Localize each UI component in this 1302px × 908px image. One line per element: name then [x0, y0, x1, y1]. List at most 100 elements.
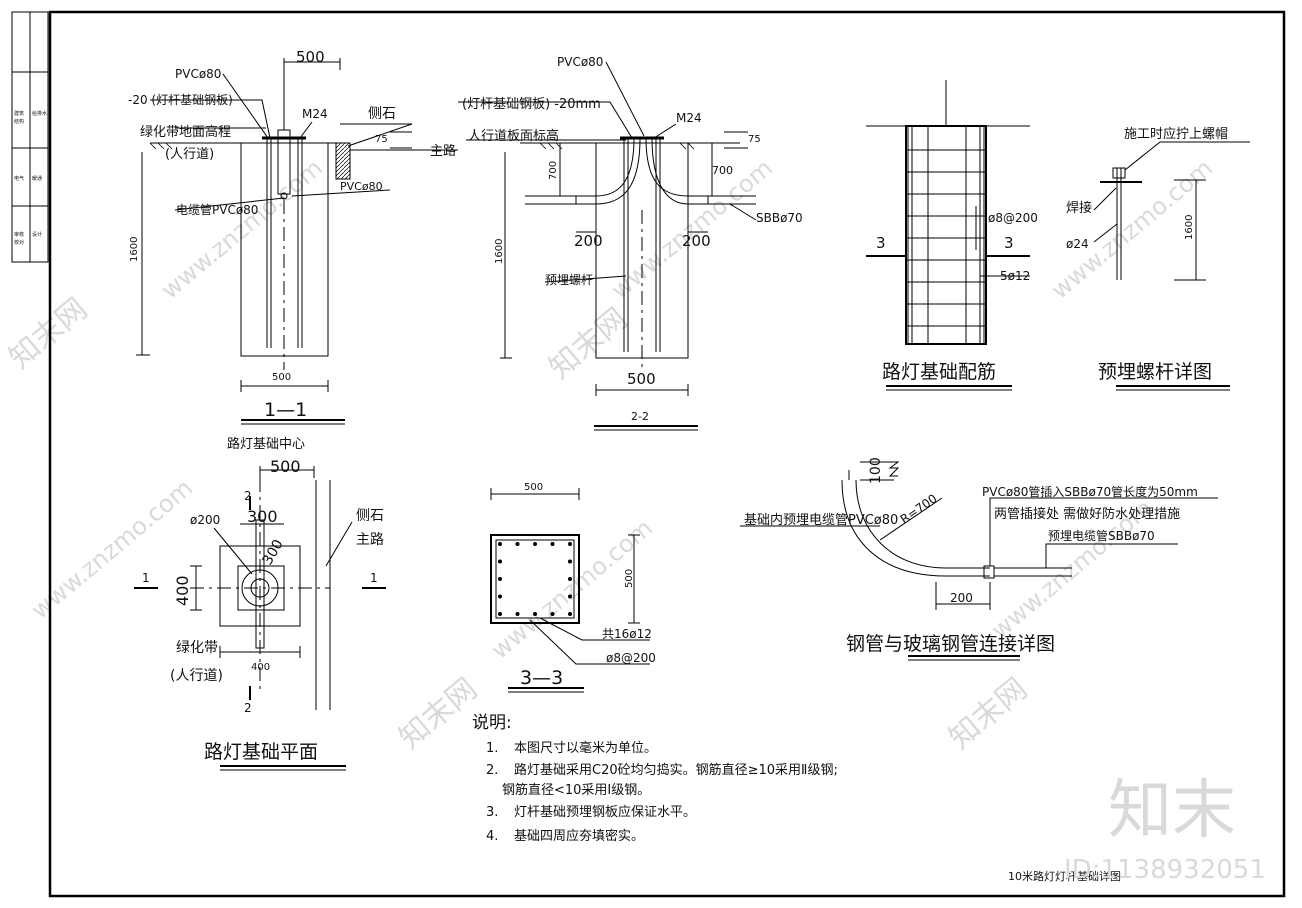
- section-1-1-labels: 500 PVCø80 -20 (灯杆基础钢板) M24 侧石 绿化带地面高程 7…: [128, 48, 456, 421]
- label-rebar-3-right: 3: [1004, 234, 1014, 252]
- section-2-2-labels: PVCø80 (灯杆基础钢板) -20mm M24 人行道板面标高 75 700…: [462, 55, 803, 423]
- note-1-num: 1.: [486, 741, 498, 756]
- rebar-dot: [533, 542, 537, 546]
- section-3-3-bars: [498, 542, 572, 616]
- rebar-dot: [498, 612, 502, 616]
- title-section-1-1: 1—1: [264, 399, 307, 421]
- dim-1-1-bottom: 500: [272, 372, 291, 383]
- rebar-dot: [533, 612, 537, 616]
- pipe-geometry: [740, 461, 1218, 661]
- label-bolt-cap: 施工时应拧上螺帽: [1124, 126, 1228, 142]
- label-pipe-inner: 基础内预埋电缆管PVCø80: [744, 512, 898, 528]
- label-plan-sec-2-top: 2: [244, 489, 252, 503]
- approval-stamp-text: 建筑 结构 给排水 电气 暖通 审核 校对 设计: [14, 110, 47, 246]
- notes-heading: 说明:: [472, 713, 512, 733]
- label-2-2-m24: M24: [676, 111, 702, 125]
- dim-3-3-top: 500: [524, 482, 543, 493]
- dim-2-2-700-right: 700: [712, 164, 733, 177]
- watermark-logo-2: 知末网: [543, 301, 634, 386]
- label-1-1-curb: 侧石: [368, 106, 396, 122]
- plan-labels: 路灯基础中心 500 2 ø200 300 300 侧石 主路 1 1 400 …: [142, 436, 384, 763]
- dim-pipe-r700: R=700: [898, 491, 940, 526]
- watermark-site-2: www.znzmo.com: [606, 154, 778, 305]
- watermark-logo-4: 知末网: [943, 671, 1034, 756]
- label-2-2-walk: 人行道板面标高: [468, 128, 559, 144]
- label-rebar-3-left: 3: [876, 234, 886, 252]
- dim-2-2-200-left: 200: [574, 232, 603, 250]
- section-3-3-geometry: [490, 488, 650, 693]
- plan-geometry: [134, 466, 386, 771]
- dim-2-2-depth: 1600: [494, 239, 505, 264]
- note-3-num: 3.: [486, 805, 498, 820]
- section-1-1-geometry: [136, 58, 458, 425]
- dim-plan-400-h: 400: [251, 662, 270, 673]
- rebar-dot: [550, 542, 555, 546]
- label-plan-d200: ø200: [190, 513, 220, 527]
- notes: 说明: 1. 本图尺寸以毫米为单位。 2. 路灯基础采用C20砼均匀捣实。钢筋直…: [472, 713, 838, 844]
- label-1-1-cable: 电缆管PVCø80: [176, 202, 258, 217]
- label-1-1-plate: -20 (灯杆基础钢板): [128, 93, 233, 107]
- label-plan-green: 绿化带: [176, 640, 218, 656]
- rebar-dot: [498, 559, 502, 564]
- dim-2-2-bottom: 500: [627, 370, 656, 388]
- bolt-geometry: [1093, 141, 1250, 391]
- rebar-dot: [568, 612, 572, 616]
- label-1-1-pvc-top: PVCø80: [175, 67, 221, 81]
- title-bolt: 预埋螺杆详图: [1098, 361, 1212, 383]
- rebar-dot: [515, 542, 520, 546]
- label-pipe-joint: 两管插接处 需做好防水处理措施: [994, 506, 1180, 522]
- sheet-border: [48, 10, 1286, 898]
- svg-text:建筑: 建筑: [14, 110, 24, 117]
- dim-2-2-700-left: 700: [548, 161, 559, 180]
- watermark-logo-3: 知末网: [393, 671, 484, 756]
- title-plan: 路灯基础平面: [204, 741, 318, 763]
- rebar-dot: [568, 577, 572, 581]
- dim-1-1-curb: 75: [375, 134, 388, 145]
- label-plan-curb: 侧石: [356, 508, 384, 524]
- label-plan-walk: (人行道): [170, 668, 223, 684]
- dim-2-2-75: 75: [748, 134, 761, 145]
- svg-text:暖通: 暖通: [32, 175, 42, 182]
- rebar-labels: 3 3 ø8@200 5ø12 路灯基础配筋: [876, 211, 1038, 383]
- drawing-title-block: 10米路灯灯杆基础详图: [1008, 869, 1121, 883]
- dim-3-3-side: 500: [624, 569, 635, 588]
- pipe-labels: 100 R=700 PVCø80管插入SBBø70管长度为50mm 基础内预埋电…: [744, 457, 1198, 655]
- note-2-text: 路灯基础采用C20砼均匀捣实。钢筋直径≥10采用Ⅱ级钢;: [514, 762, 838, 778]
- rebar-dot: [550, 612, 555, 616]
- dim-pipe-100: 100: [868, 457, 884, 484]
- rebar-dot: [498, 577, 502, 581]
- svg-text:设计: 设计: [32, 231, 42, 238]
- section-3-3-labels: 500 500 共16ø12 ø8@200 3—3: [520, 482, 656, 689]
- label-1-1-pvc-side: PVCø80: [340, 180, 383, 193]
- dim-bolt-len: 1600: [1184, 215, 1195, 240]
- label-1-1-m24: M24: [302, 107, 328, 121]
- label-plan-main-road: 主路: [356, 532, 384, 548]
- title-rebar: 路灯基础配筋: [882, 361, 996, 383]
- label-3-3-stirrup: ø8@200: [606, 651, 656, 665]
- label-pipe-sbb: 预埋电缆管SBBø70: [1048, 528, 1155, 543]
- label-3-3-bars: 共16ø12: [602, 627, 652, 641]
- label-plan-sec-2-bottom: 2: [244, 701, 252, 715]
- rebar-geometry: [866, 80, 1030, 391]
- rebar-dot: [515, 612, 520, 616]
- watermark-logo-1: 知末网: [3, 291, 94, 376]
- title-section-2-2: 2-2: [631, 410, 649, 423]
- rebar-dot: [568, 559, 572, 564]
- section-2-2-geometry: [458, 61, 757, 431]
- watermark-site-5: www.znzmo.com: [486, 514, 658, 665]
- dim-pipe-200: 200: [950, 591, 973, 605]
- approval-stamp: [11, 11, 49, 263]
- label-plan-sec-1-right: 1: [370, 571, 378, 585]
- note-2b-text: 钢筋直径<10采用Ⅰ级钢。: [502, 782, 650, 798]
- dim-1-1-top: 500: [296, 48, 325, 66]
- label-rebar-stirrup: ø8@200: [988, 211, 1038, 225]
- rebar-dot: [568, 542, 572, 546]
- svg-text:校对: 校对: [14, 239, 24, 246]
- label-1-1-ground: 绿化带地面高程: [140, 124, 231, 140]
- bolt-labels: 施工时应拧上螺帽 焊接 ø24 1600 预埋螺杆详图: [1066, 126, 1228, 383]
- label-2-2-bolt: 预埋螺杆: [545, 273, 593, 287]
- label-bolt-weld: 焊接: [1066, 200, 1092, 216]
- rebar-dot: [498, 594, 502, 599]
- label-2-2-sbb: SBBø70: [756, 211, 803, 225]
